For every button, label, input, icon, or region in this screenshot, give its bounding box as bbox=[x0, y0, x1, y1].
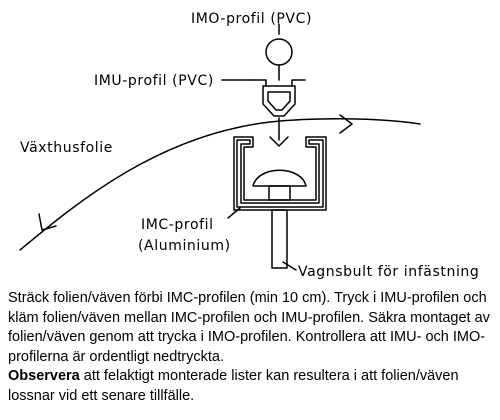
imu-right-arm bbox=[291, 79, 306, 87]
carriage-bolt-head bbox=[252, 169, 307, 187]
instruction-paragraph: Sträck folien/väven förbi IMC-profilen (… bbox=[8, 290, 490, 365]
foil-arrow-left bbox=[38, 213, 57, 231]
instruction-text: Sträck folien/väven förbi IMC-profilen (… bbox=[8, 289, 496, 406]
imc-profile-inner bbox=[236, 139, 324, 208]
imu-profile-label: IMU-profil (PVC) bbox=[94, 73, 214, 89]
warning-note: Observera att felaktigt monterade lister… bbox=[8, 367, 496, 406]
imo-profile bbox=[265, 38, 293, 66]
imu-profile bbox=[262, 85, 296, 117]
insert-arrow-head bbox=[269, 136, 289, 147]
greenhouse-foil-curve bbox=[19, 118, 421, 251]
foil-arrow-right bbox=[339, 114, 353, 134]
bolt-label: Vagnsbult för infästning bbox=[298, 264, 479, 280]
imu-left-arm bbox=[251, 79, 267, 87]
imu-profile-inner bbox=[267, 91, 291, 111]
carriage-bolt-shaft bbox=[271, 209, 288, 269]
warning-note-bold: Observera bbox=[8, 368, 80, 384]
imc-profile-outer bbox=[233, 136, 327, 211]
leader-bolt bbox=[282, 261, 297, 271]
foil-label: Växthusfolie bbox=[20, 140, 113, 156]
imo-profile-label: IMO-profil (PVC) bbox=[191, 11, 312, 27]
warning-note-text: att felaktigt monterade lister kan resul… bbox=[8, 368, 459, 404]
carriage-bolt-neck bbox=[268, 185, 291, 201]
leader-imc bbox=[227, 207, 241, 219]
imc-material-label: (Aluminium) bbox=[138, 238, 231, 254]
imc-profile-label: IMC-profil bbox=[141, 217, 214, 233]
